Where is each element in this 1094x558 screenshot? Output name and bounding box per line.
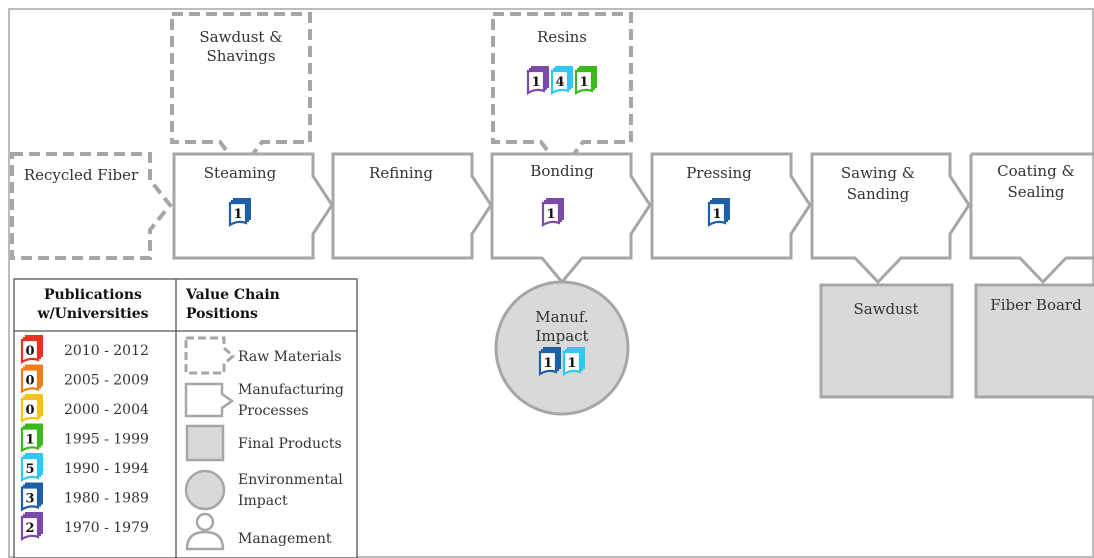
- coating-sealing-label: Coating &Sealing: [997, 162, 1075, 201]
- badge-count: 1: [579, 75, 588, 90]
- legend-period-range: 2010 - 2012: [64, 343, 149, 359]
- publication-badge: 1: [541, 198, 564, 227]
- badge-count: 1: [546, 207, 555, 222]
- publication-badge: 4: [550, 66, 573, 95]
- circle-icon: [184, 469, 226, 511]
- legend-period-badge: 1: [20, 423, 43, 453]
- bonding-label: Bonding: [530, 162, 594, 180]
- badge-count: 1: [712, 207, 721, 222]
- pressing-label: Pressing: [686, 164, 752, 182]
- legend-period-range: 1990 - 1994: [64, 461, 149, 477]
- square-icon: [185, 424, 225, 462]
- sawing-sanding-label: Sawing &Sanding: [841, 164, 915, 203]
- process-coating-sealing: Coating &Sealing: [969, 152, 1094, 285]
- badge-count: 1: [543, 356, 552, 371]
- process-pressing: Pressing 1: [650, 152, 812, 260]
- legend-period-row: 5 1990 - 1994: [20, 453, 149, 482]
- badge-count: 4: [555, 75, 564, 90]
- person-icon: [185, 512, 225, 551]
- steaming-publication-badges: 1: [228, 198, 251, 227]
- publication-badge: 1: [562, 347, 585, 376]
- publication-badge: 1: [526, 66, 549, 95]
- badge-count: 1: [531, 75, 540, 90]
- process-refining: Refining: [331, 152, 493, 260]
- publication-badge: 1: [538, 347, 561, 376]
- raw-material-sawdust-shavings: Sawdust &Shavings: [170, 12, 312, 174]
- badge-count: 1: [567, 356, 576, 371]
- legend-period-row: 1 1995 - 1999: [20, 423, 149, 453]
- badge-count: 0: [25, 374, 34, 389]
- pentagon-arrow-icon: [184, 382, 235, 418]
- legend-period-badge: 5: [20, 453, 43, 482]
- sawdust-shavings-label: Sawdust &Shavings: [199, 28, 282, 65]
- legend-period-range: 1995 - 1999: [64, 432, 149, 448]
- dashed-pentagon-icon: [184, 336, 236, 375]
- legend-position-label: Management: [238, 531, 332, 547]
- legend-period-range: 2000 - 2004: [64, 402, 149, 418]
- manuf-impact-label: Manuf.Impact: [535, 308, 588, 345]
- legend-period-badge: 3: [20, 482, 43, 512]
- legend-period-badge: 0: [20, 394, 43, 423]
- badge-count: 5: [25, 462, 34, 477]
- badge-count: 3: [25, 492, 34, 507]
- process-steaming: Steaming 1: [172, 152, 334, 260]
- legend-period-range: 1980 - 1989: [64, 491, 149, 507]
- publication-badge: 1: [574, 66, 597, 95]
- steaming-label: Steaming: [204, 164, 277, 182]
- pressing-publication-badges: 1: [707, 198, 730, 227]
- resins-label: Resins: [537, 28, 587, 46]
- legend-period-list: 0 2010 - 2012 0 2005 - 2009 0 2000 - 2004 1 199…: [20, 335, 149, 541]
- product-fiber-board: Fiber Board: [974, 283, 1094, 399]
- badge-count: 0: [25, 403, 34, 418]
- badge-count: 2: [25, 521, 34, 536]
- legend-position-label: Final Products: [238, 436, 342, 452]
- legend-period-row: 0 2000 - 2004: [20, 394, 149, 423]
- legend-period-row: 2 1970 - 1979: [20, 512, 149, 541]
- product-sawdust: Sawdust: [819, 283, 954, 399]
- raw-material-recycled-fiber: Recycled Fiber: [10, 152, 173, 260]
- legend-period-range: 1970 - 1979: [64, 520, 149, 536]
- process-bonding: Bonding 1: [490, 152, 652, 285]
- diagram-frame: [8, 8, 1094, 558]
- publication-badge: 1: [707, 198, 730, 227]
- publication-badge: 1: [228, 198, 251, 227]
- legend-period-badge: 2: [20, 512, 43, 541]
- process-sawing-sanding: Sawing &Sanding: [810, 152, 971, 285]
- legend-period-row: 0 2010 - 2012: [20, 335, 149, 364]
- badge-count: 0: [25, 344, 34, 359]
- legend-period-range: 2005 - 2009: [64, 373, 149, 389]
- legend-position-label: Raw Materials: [238, 349, 341, 365]
- badge-count: 1: [25, 433, 34, 448]
- legend-period-row: 0 2005 - 2009: [20, 364, 149, 394]
- sawdust-product-label: Sawdust: [853, 300, 918, 318]
- refining-label: Refining: [369, 164, 433, 182]
- legend-period-badge: 0: [20, 335, 43, 364]
- legend-period-badge: 0: [20, 364, 43, 394]
- fiber-board-product-label: Fiber Board: [990, 296, 1082, 314]
- badge-count: 1: [233, 207, 242, 222]
- legend-period-row: 3 1980 - 1989: [20, 482, 149, 512]
- recycled-fiber-label: Recycled Fiber: [24, 166, 139, 184]
- bonding-publication-badges: 1: [541, 198, 564, 227]
